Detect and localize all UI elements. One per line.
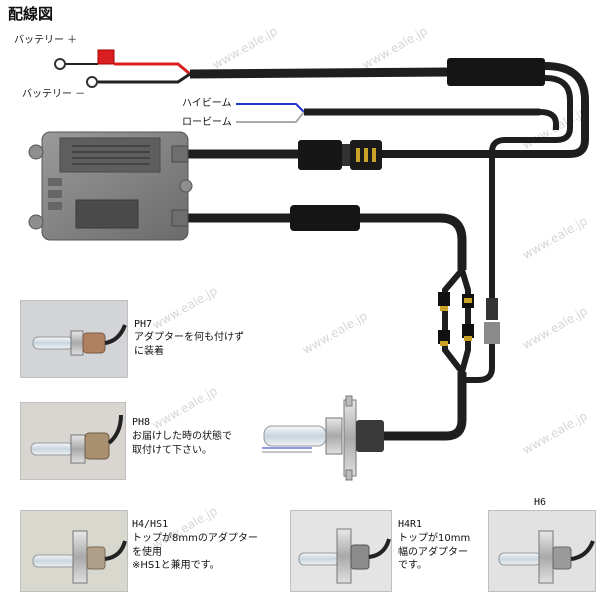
bulb-flange	[343, 399, 357, 477]
red-wire	[114, 62, 191, 76]
battery-wires	[54, 49, 451, 88]
ph7-bulb-icon	[32, 324, 127, 356]
ring-terminal-plus	[54, 58, 66, 70]
plug-1	[438, 292, 450, 306]
ring-terminal-minus	[86, 76, 98, 88]
ballast-unit	[28, 131, 193, 241]
label-battery-plus: バッテリー ＋	[14, 35, 78, 46]
black-wire	[98, 72, 191, 84]
h4r1-name: H4R1	[398, 519, 423, 530]
branch-right	[459, 269, 471, 373]
photo-h6	[488, 510, 596, 592]
connector-pins	[342, 144, 350, 166]
photo-ph8	[20, 402, 126, 480]
igniter-box	[290, 205, 360, 231]
h4r1-bulb-icon	[298, 528, 391, 584]
connector-male	[298, 140, 342, 170]
battery-harness	[189, 67, 451, 79]
bulb-base	[356, 420, 384, 452]
h4r1-desc: トップが10mm 幅のアダプター です。	[398, 533, 471, 571]
bulb-glass	[263, 425, 327, 447]
ph7-desc: アダプターを何も付けず に装着	[134, 332, 244, 357]
igniter-cable	[360, 213, 467, 270]
ballast-port-top	[171, 145, 189, 163]
h4-bulb-icon	[32, 530, 127, 584]
ph7-name: PH7	[134, 319, 153, 330]
relay-box	[447, 58, 545, 86]
label-battery-minus: バッテリー －	[22, 89, 86, 100]
harness-cable-1	[380, 62, 589, 158]
harness-cable-3	[539, 109, 559, 130]
harness-to-bulb	[462, 344, 495, 383]
ph8-desc: お届けした時の状態で 取付けて下さい。	[132, 431, 232, 456]
main-bulb	[262, 395, 384, 481]
ph8-bulb-icon	[30, 414, 123, 464]
plug-4	[462, 324, 474, 338]
photo-ph7	[20, 300, 128, 378]
gray-plug-bottom	[484, 322, 500, 344]
plug-3	[438, 330, 450, 344]
ballast-port-bottom	[171, 209, 189, 227]
branch-left	[442, 268, 465, 374]
harness-cable-2	[489, 75, 573, 300]
photo-h4	[20, 510, 128, 592]
h4-name: H4/HS1	[132, 519, 169, 530]
bulb-cable	[382, 372, 467, 441]
label-low-beam: ロービーム	[182, 117, 232, 128]
h6-name: H6	[534, 497, 547, 508]
gray-plug-top	[486, 298, 498, 320]
fuse-holder	[97, 49, 115, 65]
h4-desc: トップが8mmのアダプター を使用 ※HS1と兼用です。	[132, 533, 258, 571]
ph8-name: PH8	[132, 417, 151, 428]
high-beam-wire	[236, 103, 305, 113]
diagram-title: 配線図	[8, 5, 54, 23]
h6-bulb-icon	[498, 530, 595, 584]
photo-h4r1	[290, 510, 392, 592]
bulb-collar	[325, 417, 343, 455]
label-high-beam: ハイビーム	[182, 98, 232, 109]
low-beam-wire	[236, 111, 305, 123]
